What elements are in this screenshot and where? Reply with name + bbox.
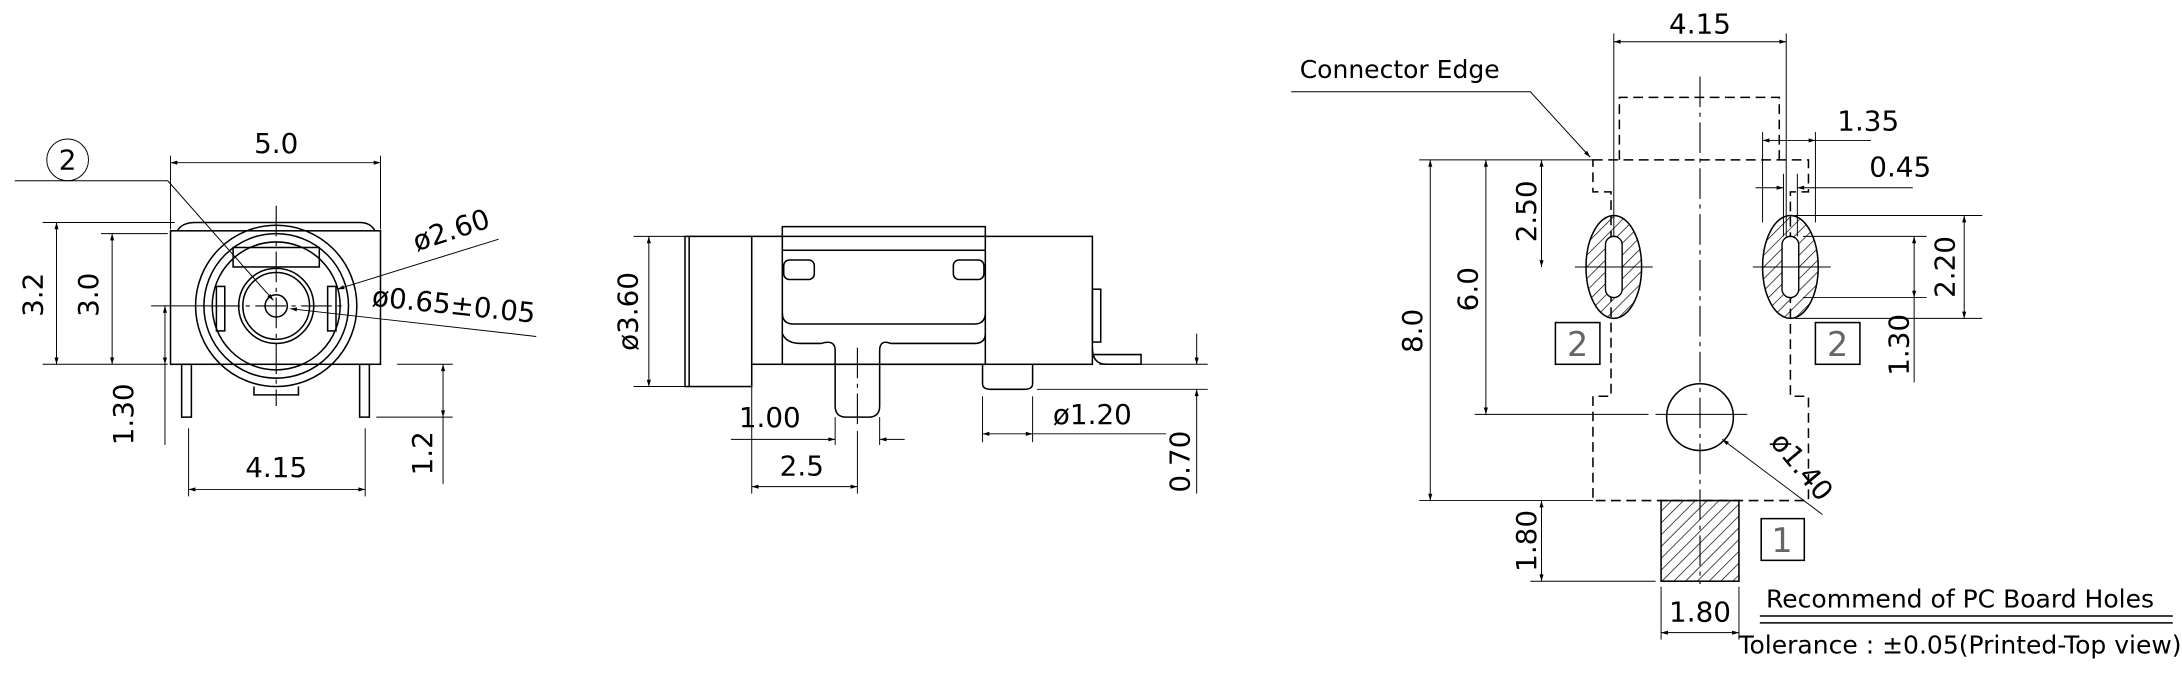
dim-slot-inner-width-label: 0.45: [1869, 151, 1931, 184]
dim-pin-pitch-label: 4.15: [245, 451, 307, 484]
dim-height-body-label: 3.0: [72, 273, 105, 317]
pin-label-box-1: [1760, 517, 1806, 562]
pin-label-2-right: 2: [1827, 325, 1848, 364]
dim-peg-offset-label: 2.5: [780, 450, 824, 483]
dim-outer-dia-label: ø2.60: [409, 202, 494, 258]
bottom-peg: [781, 333, 987, 418]
dim-pad-width-label: 1.80: [1669, 596, 1731, 629]
pin-label-box-2-left: [1554, 321, 1601, 366]
callout-number: 2: [59, 144, 77, 177]
dim-pin-dia-label: ø0.65±0.05: [370, 280, 537, 330]
pcb-layout-view: 2 2 1 Connector Edge 4.15 8.0 6.0 2.50 1…: [1291, 7, 2182, 660]
contact-right: [326, 285, 337, 332]
front-cap: [176, 221, 376, 232]
latch-right: [952, 259, 985, 281]
pin-label-2-left: 2: [1567, 325, 1588, 364]
dim-slot-inner-length-label: 1.30: [1883, 314, 1916, 376]
dim-pin-length-label: 1.2: [406, 431, 439, 475]
pin-label-1: 1: [1771, 521, 1792, 560]
dim-height-total-label: 3.2: [17, 273, 50, 317]
dim-slot-pitch-label: 4.15: [1669, 7, 1731, 40]
connector-outline-top: [1618, 96, 1781, 160]
barrel: [684, 235, 753, 388]
side-top-block: [781, 225, 987, 366]
front-view: 5.0 3.2 3.0 1.30 1.2 4.15 2 ø2.60 ø0.65±…: [14, 127, 537, 497]
dim-barrel-dia-label: ø3.60: [612, 272, 645, 351]
pin-right: [358, 363, 371, 418]
side-body: [750, 235, 1094, 366]
tolerance-note: Tolerance : ±0.05(Printed-Top view): [1737, 631, 2181, 660]
pcb-title: Recommend of PC Board Holes: [1766, 585, 2154, 614]
connector-outline: [1592, 159, 1810, 502]
latch-left: [782, 259, 816, 281]
front-body: [169, 230, 382, 366]
dim-width-label: 5.0: [254, 127, 298, 160]
dim-hole-position-label: 6.0: [1452, 267, 1485, 311]
post: [981, 364, 1034, 391]
dim-slot-outer-length-label: 2.20: [1928, 236, 1961, 298]
side-tab: [1091, 288, 1102, 343]
pin-left: [180, 363, 193, 418]
mounting-hole: [1665, 382, 1735, 452]
dim-post-dia-label: ø1.20: [1053, 398, 1132, 431]
dim-slot-outer-width-label: 1.35: [1837, 105, 1899, 138]
dim-peg-width-label: 1.00: [739, 401, 801, 434]
dim-slot-position-label: 2.50: [1510, 180, 1543, 242]
dim-center-height-label: 1.30: [107, 383, 140, 445]
dim-hole-dia-label: ø1.40: [1764, 426, 1840, 508]
contact-left: [215, 285, 226, 332]
dim-standoff-label: 0.70: [1164, 431, 1197, 493]
pad-1: [1660, 499, 1740, 582]
dim-overall-length-label: 8.0: [1396, 309, 1429, 353]
connector-edge-label: Connector Edge: [1300, 55, 1500, 84]
solder-tab: [1091, 347, 1142, 366]
side-view: ø3.60 1.00 2.5 ø1.20 0.70: [612, 225, 1208, 494]
dim-pad-length-label: 1.80: [1510, 510, 1543, 572]
pin-label-box-2-right: [1814, 321, 1861, 366]
